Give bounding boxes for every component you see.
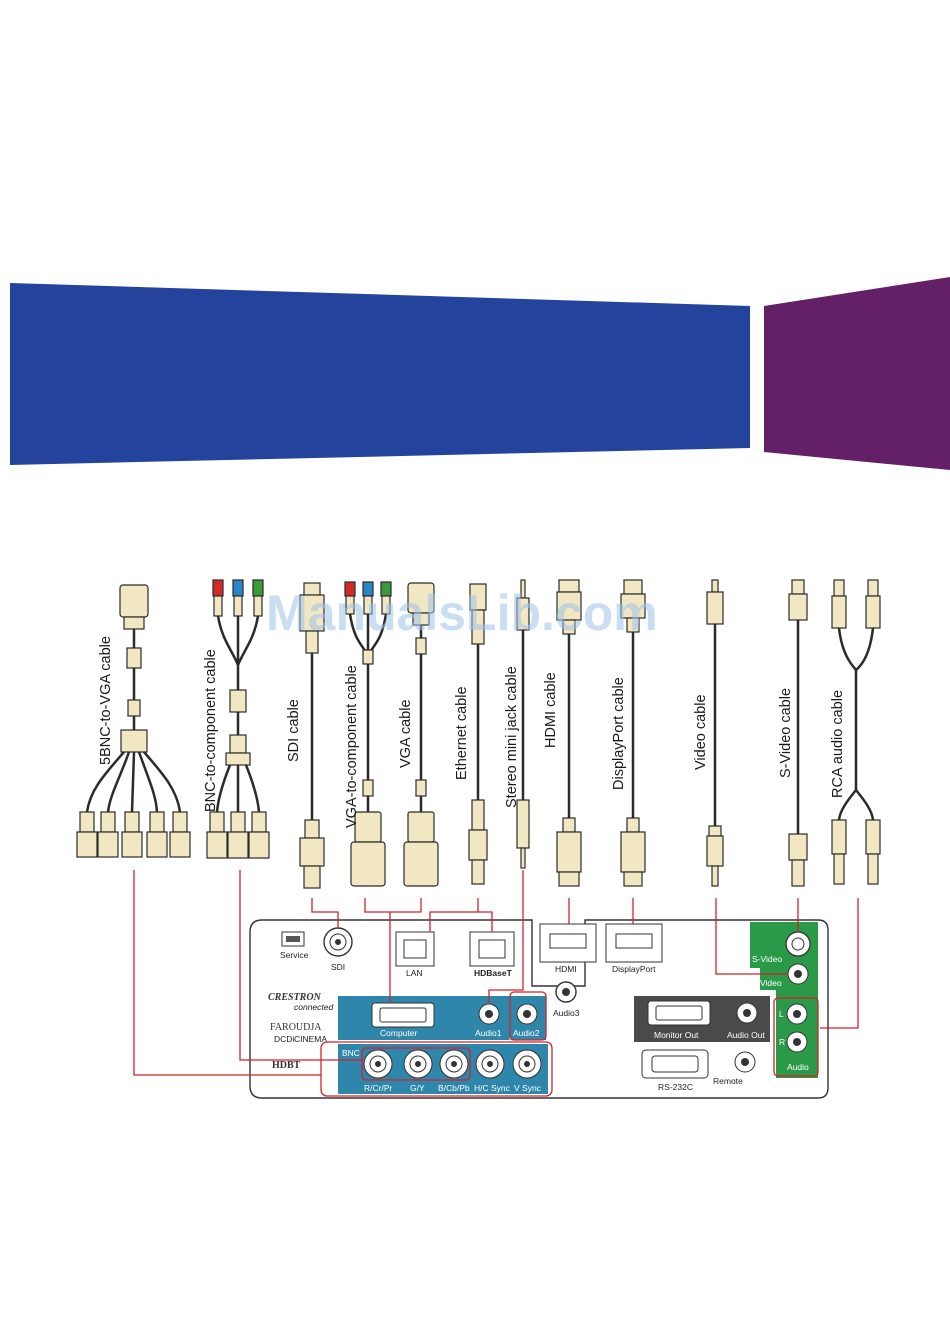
audio-lr-highlight bbox=[773, 997, 819, 1077]
remote-port[interactable] bbox=[734, 1051, 756, 1073]
hdmi-cable bbox=[556, 579, 582, 887]
b-cb-pb-label: B/Cb/Pb bbox=[438, 1083, 470, 1093]
rs232c-label: RS-232C bbox=[658, 1082, 693, 1092]
header-banner bbox=[10, 277, 950, 470]
projector-panel: Service SDI LAN HDBaseT HDMI bbox=[249, 919, 829, 1099]
audio-out-port[interactable] bbox=[736, 1002, 758, 1024]
hdbaset-label: HDBaseT bbox=[474, 968, 513, 978]
rs232c-port[interactable] bbox=[641, 1049, 709, 1079]
vga-cable bbox=[403, 582, 439, 887]
displayport-label: DisplayPort bbox=[612, 964, 656, 974]
cable-label-video: Video cable bbox=[693, 694, 709, 770]
line-bnc-component bbox=[239, 870, 362, 1061]
s-video-label: S-Video bbox=[752, 954, 782, 964]
r-cr-pr-label: R/Cr/Pr bbox=[364, 1083, 393, 1093]
faroudja-sub1: DCDi bbox=[274, 1034, 294, 1044]
crestron-logo: CRESTRON bbox=[268, 992, 322, 1003]
video-label: Video bbox=[760, 978, 782, 988]
audio2-highlight bbox=[509, 991, 547, 1041]
computer-label: Computer bbox=[380, 1028, 417, 1038]
blue-banner bbox=[10, 283, 750, 465]
service-port[interactable] bbox=[281, 931, 305, 947]
line-ethernet bbox=[429, 911, 493, 932]
h-c-sync-label: H/C Sync bbox=[474, 1083, 511, 1093]
sdi-port[interactable] bbox=[323, 927, 353, 957]
video-port[interactable] bbox=[787, 963, 809, 985]
video-cable bbox=[706, 579, 724, 887]
lan-port[interactable] bbox=[395, 931, 435, 967]
line-sdi bbox=[311, 898, 339, 928]
hdbaset-logo: HDBT bbox=[272, 1060, 301, 1071]
cable-label-rca-audio: RCA audio cable bbox=[830, 690, 846, 798]
audio-l-port[interactable] bbox=[786, 1003, 808, 1025]
purple-banner bbox=[764, 277, 950, 470]
cable-label-vga-to-component: VGA-to-component cable bbox=[344, 665, 360, 828]
audio1-label: Audio1 bbox=[475, 1028, 502, 1038]
audio1-port[interactable] bbox=[478, 1003, 500, 1025]
vga-to-component-cable bbox=[344, 581, 392, 887]
service-label: Service bbox=[280, 950, 309, 960]
computer-port[interactable] bbox=[371, 1002, 435, 1028]
cable-label-bnc-to-component: BNC-to-component cable bbox=[203, 649, 219, 812]
hdmi-label: HDMI bbox=[555, 964, 577, 974]
v-sync-label: V Sync bbox=[514, 1083, 542, 1093]
audio3-port[interactable] bbox=[555, 981, 577, 1003]
monitor-out-port[interactable] bbox=[647, 1000, 711, 1026]
audio-out-label: Audio Out bbox=[727, 1030, 765, 1040]
cable-label-s-video: S-Video cable bbox=[778, 688, 794, 778]
audio-label: Audio bbox=[787, 1062, 809, 1072]
bnc-highlight bbox=[320, 1041, 553, 1097]
g-y-label: G/Y bbox=[410, 1083, 425, 1093]
crestron-sub: connected bbox=[294, 1002, 333, 1012]
bnc-label: BNC bbox=[342, 1048, 360, 1058]
audio-l-label: L bbox=[779, 1009, 784, 1019]
rca-audio-cable bbox=[831, 579, 881, 885]
line-video bbox=[715, 898, 788, 975]
displayport-cable bbox=[620, 579, 646, 887]
bnc-to-component-cable bbox=[206, 579, 270, 859]
audio3-label: Audio3 bbox=[553, 1008, 580, 1018]
cable-label-stereo-mini-jack: Stereo mini jack cable bbox=[504, 666, 520, 808]
watermark: ManualsLib.com bbox=[266, 585, 658, 641]
sdi-cable bbox=[299, 582, 325, 889]
cable-label-hdmi: HDMI cable bbox=[543, 672, 559, 748]
bnc-b-port[interactable] bbox=[439, 1049, 469, 1079]
cable-label-5bnc-to-vga: 5BNC-to-VGA cable bbox=[98, 636, 114, 765]
lan-label: LAN bbox=[406, 968, 423, 978]
line-stereo-jack bbox=[488, 870, 524, 1004]
connection-lines bbox=[133, 870, 859, 1097]
audio-r-port[interactable] bbox=[786, 1031, 808, 1053]
bnc-g-port[interactable] bbox=[403, 1049, 433, 1079]
s-video-port[interactable] bbox=[785, 931, 811, 957]
audio2-label: Audio2 bbox=[513, 1028, 540, 1038]
line-vga-computer bbox=[364, 898, 422, 913]
hdmi-port[interactable] bbox=[539, 923, 597, 963]
bnc-r-port[interactable] bbox=[363, 1049, 393, 1079]
cable-label-ethernet: Ethernet cable bbox=[454, 686, 470, 780]
line-rca-audio bbox=[820, 898, 859, 1029]
audio-r-label: R bbox=[779, 1037, 785, 1047]
line-5bnc-to-bnc bbox=[133, 870, 321, 1076]
monitor-out-label: Monitor Out bbox=[654, 1030, 699, 1040]
connection-diagram: 5BNC-to-VGA cable BNC-to-component cable… bbox=[76, 579, 881, 1099]
audio2-port[interactable] bbox=[516, 1003, 538, 1025]
stereo-mini-jack-cable bbox=[516, 579, 530, 869]
5bnc-to-vga-cable bbox=[76, 584, 191, 858]
faroudja-logo: FAROUDJA bbox=[270, 1022, 322, 1033]
cable-label-displayport: DisplayPort cable bbox=[611, 677, 627, 790]
bnc-rgb-highlight bbox=[361, 1047, 471, 1081]
cable-label-vga: VGA cable bbox=[398, 699, 414, 768]
ethernet-cable bbox=[468, 583, 488, 885]
remote-label: Remote bbox=[713, 1076, 743, 1086]
sdi-label: SDI bbox=[331, 962, 345, 972]
cable-label-sdi: SDI cable bbox=[286, 699, 302, 762]
s-video-cable bbox=[788, 579, 808, 887]
hdbaset-port[interactable] bbox=[469, 931, 515, 967]
bnc-v-sync-port[interactable] bbox=[512, 1049, 542, 1079]
bnc-hc-sync-port[interactable] bbox=[475, 1049, 505, 1079]
faroudja-sub2: CINEMA bbox=[294, 1034, 327, 1044]
displayport-port[interactable] bbox=[605, 923, 663, 963]
